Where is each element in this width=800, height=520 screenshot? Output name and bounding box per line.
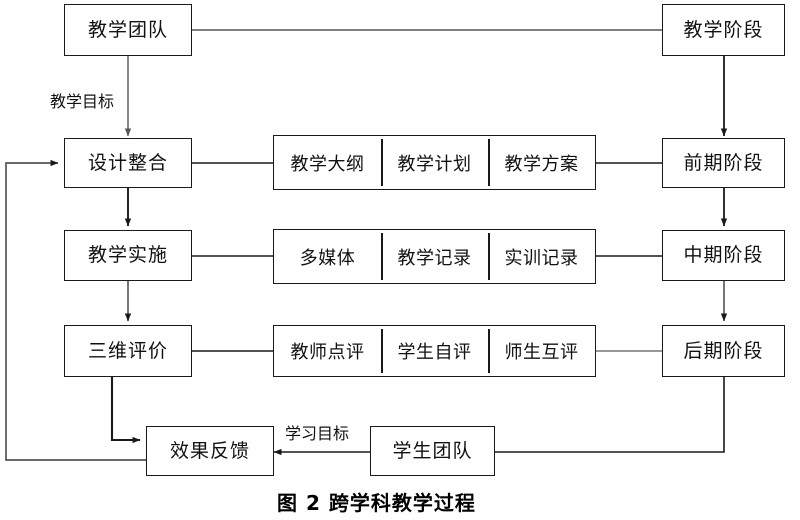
- node-teaching-stage[interactable]: 教学阶段: [662, 4, 785, 56]
- cell-teaching-record[interactable]: 教学记录: [381, 230, 488, 283]
- node-design-integration[interactable]: 设计整合: [64, 138, 192, 188]
- group-evaluation-artifacts: 教师点评 学生自评 师生互评: [273, 325, 596, 377]
- cell-mutual-evaluation[interactable]: 师生互评: [488, 326, 595, 376]
- group-implementation-artifacts: 多媒体 教学记录 实训记录: [273, 229, 596, 284]
- edge-late-stage-to-student-team: [495, 377, 725, 453]
- node-teaching-team[interactable]: 教学团队: [64, 4, 192, 56]
- node-effect-feedback[interactable]: 效果反馈: [146, 426, 274, 476]
- node-student-team[interactable]: 学生团队: [370, 426, 495, 476]
- cell-student-self-evaluation[interactable]: 学生自评: [381, 326, 488, 376]
- node-teaching-implementation[interactable]: 教学实施: [64, 230, 192, 281]
- node-early-stage[interactable]: 前期阶段: [662, 138, 785, 188]
- edge-label-teaching-goal: 教学目标: [48, 92, 117, 111]
- node-three-dim-evaluation[interactable]: 三维评价: [64, 325, 192, 377]
- cell-teaching-syllabus[interactable]: 教学大纲: [290, 153, 365, 175]
- cell-teacher-comment[interactable]: 教师点评: [290, 342, 365, 363]
- cell-multimedia[interactable]: 多媒体: [299, 247, 356, 269]
- edge-label-learning-goal: 学习目标: [283, 424, 352, 443]
- cell-practical-record[interactable]: 实训记录: [488, 230, 595, 283]
- node-mid-stage[interactable]: 中期阶段: [662, 230, 785, 281]
- edge-evaluation-to-feedback: [110, 377, 141, 444]
- cell-teaching-plan[interactable]: 教学计划: [381, 136, 488, 189]
- cell-teaching-scheme[interactable]: 教学方案: [488, 136, 595, 189]
- edge-feedback-loop-to-design: [5, 159, 146, 461]
- node-late-stage[interactable]: 后期阶段: [662, 325, 785, 377]
- figure-caption: 图 2 跨学科教学过程: [277, 491, 476, 515]
- group-design-artifacts: 教学大纲 教学计划 教学方案: [273, 135, 596, 190]
